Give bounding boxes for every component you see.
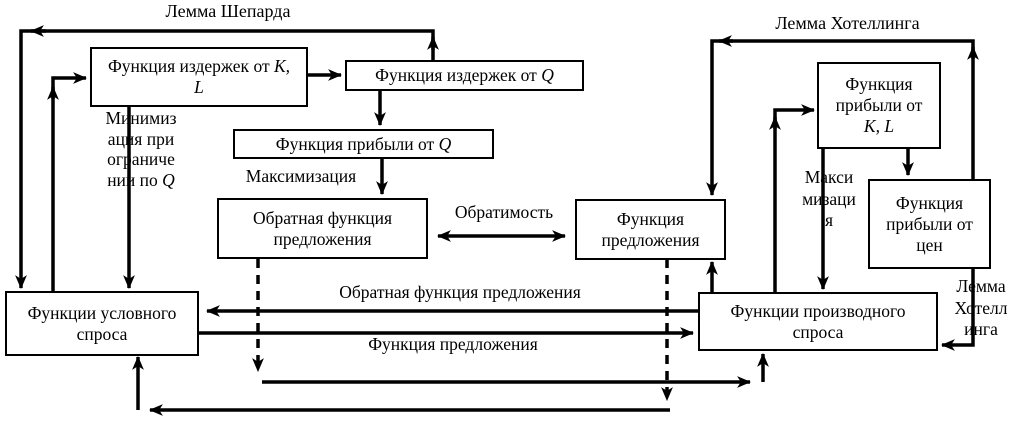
box-profit-function-q: Функция прибыли от Q [233, 129, 494, 159]
box-cost-function-q: Функция издержек от Q [345, 60, 584, 91]
cond-demand-to-cost-kl-arrow [47, 72, 88, 291]
label-minimization: Минимиз ация при ограниче нии по Q [105, 108, 177, 190]
box-inverse-supply-function: Обратная функция предложения [217, 198, 428, 259]
label-lemma-hotelling-2: Лемма Хотелл инга [954, 276, 1008, 339]
label-lemma-shepard: Лемма Шепарда [165, 1, 291, 21]
box-profit-function-kl: Функция прибыли от K, L [817, 62, 941, 149]
box-conditional-demand-functions: Функции условного спроса [5, 291, 199, 356]
label-maximization: Максимизация [245, 166, 357, 186]
label-supply-line: Функция предложения [368, 334, 538, 354]
inverse-supply-feedback-route [252, 259, 769, 388]
label-maximization-2: Макси мизаци я [802, 167, 856, 230]
supply-feedback-route [132, 259, 673, 416]
label-lemma-hotelling: Лемма Хотеллинга [775, 13, 920, 33]
box-profit-function-prices: Функция прибыли от цен [868, 179, 991, 269]
box-supply-function: Функция предложения [575, 199, 726, 260]
deriv-demand-to-profit-kl-arrow [769, 104, 816, 292]
box-derived-demand-functions: Функции производного спроса [698, 292, 938, 351]
hotelling-lemma2-arrow [940, 268, 975, 351]
hotelling-lemma-arrow [706, 35, 979, 197]
box-cost-function-kl: Функция издержек от K, L [90, 47, 308, 107]
label-inverse-supply-line: Обратная функция предложения [339, 282, 581, 302]
shepard-lemma-arrow [15, 25, 439, 290]
label-invertibility: Обратимость [454, 202, 554, 222]
